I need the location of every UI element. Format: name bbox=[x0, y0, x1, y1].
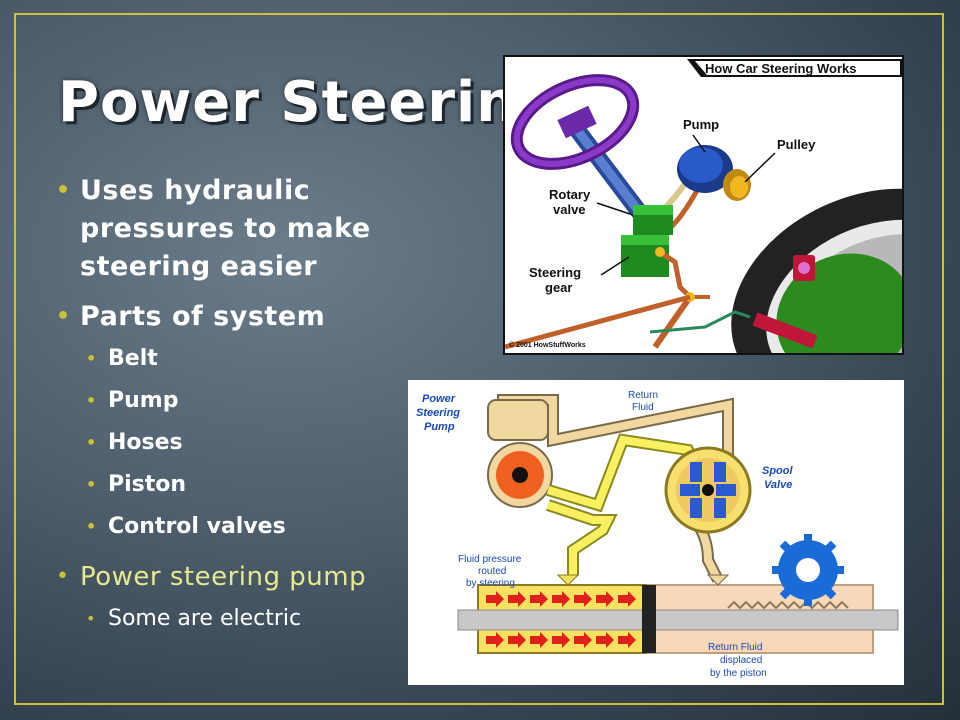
bullet-icon: • bbox=[86, 391, 97, 410]
bullet-icon: • bbox=[86, 517, 97, 536]
bullet-text: Power steering pump bbox=[80, 562, 367, 592]
return-displaced-label-line2: displaced bbox=[720, 655, 762, 666]
pump-label: Pump bbox=[683, 117, 719, 132]
steering-gear-icon bbox=[505, 235, 818, 350]
bullet-text: Parts of system bbox=[80, 301, 326, 332]
power-steering-pump-icon bbox=[487, 399, 553, 508]
steering-gear-leader-line bbox=[600, 256, 630, 276]
bullet-icon: • bbox=[56, 304, 71, 329]
copyright-text: © 2001 HowStuffWorks bbox=[509, 341, 586, 349]
tire-icon bbox=[731, 188, 902, 353]
pump-label-line3: Pump bbox=[424, 421, 455, 433]
bullet-icon: • bbox=[56, 564, 70, 589]
pump-leader-line bbox=[692, 134, 706, 153]
banner-title: How Car Steering Works bbox=[705, 61, 856, 76]
pressure-arrows bbox=[486, 591, 636, 648]
sub-bullet-item: • Piston bbox=[86, 464, 396, 506]
spool-valve-label-line1: Spool bbox=[762, 465, 793, 477]
bullet-icon: • bbox=[86, 475, 97, 494]
bullet-item: • Uses hydraulic pressures to make steer… bbox=[56, 172, 396, 286]
hydraulic-schematic-illustration: Power Steering Pump Return Fluid Spool V… bbox=[408, 380, 904, 685]
return-displaced-label-line3: by the piston bbox=[710, 668, 767, 679]
bullet-icon: • bbox=[56, 178, 71, 203]
bullet-item: • Power steering pump bbox=[56, 558, 396, 596]
pump-icon bbox=[651, 145, 751, 235]
sub-bullet-text: Belt bbox=[108, 346, 158, 371]
pinion-gear-icon bbox=[772, 534, 844, 606]
rotary-valve-label-line1: Rotary bbox=[549, 187, 591, 202]
bullet-list: • Uses hydraulic pressures to make steer… bbox=[56, 172, 396, 650]
sub-bullet-text: Some are electric bbox=[108, 606, 302, 631]
steering-gear-label-line2: gear bbox=[545, 280, 572, 295]
sub-bullet-text: Pump bbox=[108, 388, 179, 413]
sub-bullet-list: • Belt • Pump • Hoses • Piston • Control valv… bbox=[86, 338, 396, 548]
return-fluid-label-line2: Fluid bbox=[632, 402, 654, 413]
steering-diagram-image: How Car Steering Works bbox=[503, 55, 904, 355]
sub-bullet-list: • Some are electric bbox=[86, 598, 396, 640]
bullet-icon: • bbox=[86, 609, 96, 628]
spool-valve-label-line2: Valve bbox=[764, 479, 792, 491]
pulley-leader-line bbox=[744, 152, 776, 183]
sub-bullet-text: Hoses bbox=[108, 430, 183, 455]
bullet-text: Uses hydraulic pressures to make steerin… bbox=[80, 175, 371, 282]
fluid-pressure-label-line1: Fluid pressure bbox=[458, 554, 522, 565]
sub-bullet-item: • Hoses bbox=[86, 422, 396, 464]
slide-title: Power Steering bbox=[58, 70, 559, 135]
return-displaced-label-line1: Return Fluid bbox=[708, 642, 762, 653]
return-fluid-label-line1: Return bbox=[628, 390, 658, 401]
rotary-valve-label-line2: valve bbox=[553, 202, 586, 217]
sub-bullet-item: • Control valves bbox=[86, 506, 396, 548]
bullet-icon: • bbox=[86, 349, 97, 368]
pulley-label: Pulley bbox=[777, 137, 816, 152]
rotary-valve-icon bbox=[633, 205, 673, 235]
pump-label-line2: Steering bbox=[416, 407, 460, 419]
sub-bullet-item: • Belt bbox=[86, 338, 396, 380]
pump-label-line1: Power bbox=[422, 393, 456, 405]
steering-gear-label-line1: Steering bbox=[529, 265, 581, 280]
sub-bullet-text: Control valves bbox=[108, 514, 286, 539]
bullet-item: • Parts of system bbox=[56, 298, 396, 336]
sub-bullet-item: • Some are electric bbox=[86, 598, 396, 640]
hydraulic-schematic-image: Power Steering Pump Return Fluid Spool V… bbox=[408, 380, 904, 685]
bullet-icon: • bbox=[86, 433, 97, 452]
fluid-pressure-label-line2: routed bbox=[478, 566, 506, 577]
rotary-valve-leader-line bbox=[596, 202, 634, 216]
sub-bullet-item: • Pump bbox=[86, 380, 396, 422]
banner-inner bbox=[695, 61, 900, 75]
spool-valve-icon bbox=[664, 446, 752, 534]
sub-bullet-text: Piston bbox=[108, 472, 187, 497]
steering-diagram-illustration: How Car Steering Works bbox=[505, 57, 902, 353]
fluid-pressure-label-line3: by steering bbox=[466, 578, 515, 589]
steering-wheel-icon bbox=[510, 74, 652, 226]
